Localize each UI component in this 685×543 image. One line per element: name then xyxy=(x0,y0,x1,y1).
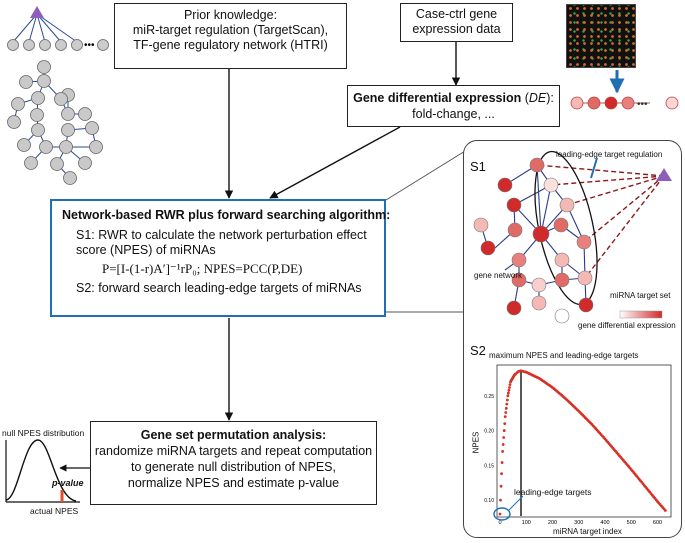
perm-box: Gene set permutation analysis: randomize… xyxy=(90,421,377,505)
s2-point xyxy=(505,402,509,406)
s2-point xyxy=(500,472,503,476)
s2-ylabel: NPES xyxy=(471,431,481,454)
svg-text:•••: ••• xyxy=(637,99,648,110)
prior-knowledge-tf: TF-gene regulatory network (HTRI) xyxy=(133,38,328,52)
s1-mirna-target-set: miRNA target set xyxy=(610,291,671,300)
s2-xlabel: miRNA target index xyxy=(553,527,622,536)
s2-xtick-label: 100 xyxy=(522,520,531,526)
null-dist-curve xyxy=(5,439,77,502)
s2-point xyxy=(508,383,512,387)
rwr-s2: S2: forward search leading-edge targets … xyxy=(76,281,362,295)
s2-point xyxy=(506,394,510,398)
null-dist-pvalue: p-value xyxy=(52,478,84,488)
s2-label: S2 xyxy=(470,343,486,358)
s1-lead-edge-label: leading-edge target regulation xyxy=(556,150,663,159)
s1-callout-arrow xyxy=(590,157,598,179)
rwr-box: Network-based RWR plus forward searching… xyxy=(50,199,391,317)
star-targets xyxy=(7,39,109,51)
rwr-s1-line2: score (NPES) of miRNAs xyxy=(76,243,216,257)
s2-point xyxy=(500,461,504,464)
s2-point xyxy=(498,512,502,516)
star-edges xyxy=(12,13,78,43)
star-ellipsis: ••• xyxy=(84,40,95,51)
null-dist-title: null NPES distribution xyxy=(2,428,85,438)
s2-xticks: 0 100 200 300 400 500 600 xyxy=(498,520,662,526)
s1-gene-network: gene network xyxy=(474,271,523,280)
s2-point xyxy=(504,406,508,410)
mini-network-nodes xyxy=(7,60,103,185)
microarray-image xyxy=(566,4,636,68)
s2-point xyxy=(502,429,506,432)
s2-annotation: leading-edge targets xyxy=(514,487,592,497)
s1-gde: gene differential expression xyxy=(578,321,676,330)
prior-knowledge-box: Prior knowledge: miR-target regulation (… xyxy=(114,3,347,69)
s1-gde-legend xyxy=(619,310,663,319)
s2-point xyxy=(507,388,511,392)
rwr-s1-line1: S1: RWR to calculate the network perturb… xyxy=(76,228,367,242)
s2-ytick-label: 0.10 xyxy=(484,498,494,504)
de-title: Gene differential expression xyxy=(353,91,522,105)
s2-point xyxy=(499,484,503,488)
s2-point xyxy=(663,509,667,512)
perm-line3: normalize NPES and estimate p-value xyxy=(127,476,340,490)
s2-ytick-label: 0.15 xyxy=(484,463,494,469)
mir-triangle-icon xyxy=(30,6,44,18)
s2-points xyxy=(498,369,667,516)
rwr-title: Network-based RWR plus forward searching… xyxy=(62,208,391,222)
s2-plot-frame xyxy=(496,364,672,518)
s2-xtick-label: 300 xyxy=(574,520,583,526)
zoom-line-top xyxy=(385,147,471,201)
s2-point xyxy=(505,398,509,402)
s1-label: S1 xyxy=(470,159,486,174)
null-dist-actual: actual NPES xyxy=(30,506,79,516)
s2-xtick-label: 200 xyxy=(548,520,557,526)
case-ctrl-line1: Case-ctrl gene xyxy=(415,7,498,21)
s2-leading-edge-circle xyxy=(493,507,511,521)
s2-xtick-label: 0 xyxy=(498,520,501,526)
prior-knowledge-mir: miR-target regulation (TargetScan), xyxy=(132,23,329,37)
perm-line2: to generate null distribution of NPES, xyxy=(131,460,336,474)
s2-point xyxy=(507,391,510,395)
case-ctrl-box: Case-ctrl gene expression data xyxy=(400,3,513,42)
s2-ytick-label: 0.20 xyxy=(484,429,494,435)
s2-point xyxy=(501,450,505,453)
prior-knowledge-title: Prior knowledge: xyxy=(183,8,278,22)
s2-point xyxy=(499,498,502,502)
s2-title: maximum NPES and leading-edge targets xyxy=(489,351,639,360)
s2-point xyxy=(503,422,507,426)
s2-xtick-label: 500 xyxy=(627,520,636,526)
case-ctrl-line2: expression data xyxy=(412,22,501,36)
s2-yticks: 0.10 0.15 0.20 0.25 xyxy=(484,394,494,504)
s2-xtick-label: 600 xyxy=(653,520,662,526)
s1-regulation-edges xyxy=(536,164,665,279)
de-abbr: DE xyxy=(528,91,547,105)
s2-annotation-line xyxy=(508,495,524,511)
s2-ytick-label: 0.25 xyxy=(484,394,494,400)
s1-mir-triangle-icon xyxy=(656,168,672,181)
s2-point xyxy=(508,386,511,389)
de-line2: fold-change, ... xyxy=(412,107,495,121)
arrow-de-to-rwr xyxy=(269,126,401,199)
s2-point xyxy=(501,443,505,446)
de-box: Gene differential expression (DE): fold-… xyxy=(347,85,560,127)
s2-point xyxy=(504,411,508,414)
rwr-formula: P=[I-(1-r)A′]⁻¹rP₀; NPES=PCC(P,DE) xyxy=(102,261,303,276)
perm-line1: randomize miRNA targets and repeat compu… xyxy=(94,444,373,458)
s2-point xyxy=(502,436,506,439)
s2-xtick-label: 400 xyxy=(600,520,609,526)
perm-title: Gene set permutation analysis: xyxy=(140,428,327,442)
s1-nodes xyxy=(473,157,594,324)
s2-point xyxy=(503,415,507,419)
